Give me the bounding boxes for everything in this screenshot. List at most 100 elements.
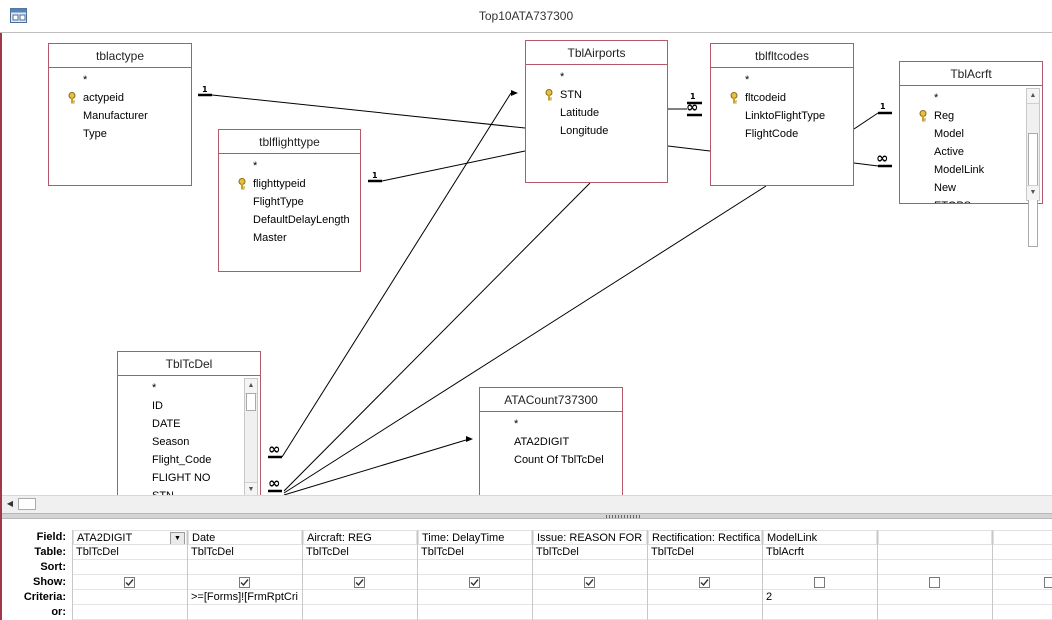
field-manufacturer[interactable]: Manufacturer xyxy=(83,110,148,122)
field-list-vertical-scrollbar[interactable]: ▲▼ xyxy=(1026,88,1040,247)
grid-cell-show[interactable] xyxy=(418,575,532,590)
grid-column[interactable] xyxy=(877,530,992,620)
grid-cell-field[interactable]: ATA2DIGIT▼ xyxy=(73,530,187,545)
grid-cell-show[interactable] xyxy=(993,575,1052,590)
grid-cell-field[interactable] xyxy=(878,530,992,545)
field-new[interactable]: New xyxy=(934,182,957,194)
field-list-vertical-scrollbar[interactable]: ▲▼ xyxy=(244,378,258,495)
relationship-tcdel-airports[interactable] xyxy=(281,92,512,458)
field-list-title[interactable]: TblTcDel xyxy=(118,352,260,376)
show-checkbox-checked[interactable] xyxy=(469,577,480,588)
grid-cell-table[interactable]: TblTcDel xyxy=(418,545,532,560)
field-longitude[interactable]: Longitude xyxy=(560,125,609,137)
scroll-left-arrow-icon[interactable]: ◀ xyxy=(6,499,14,508)
grid-cell-criteria[interactable] xyxy=(878,590,992,605)
field-count-of-tbltcdel[interactable]: Count Of TblTcDel xyxy=(514,454,604,466)
field-stn[interactable]: STN xyxy=(560,89,582,101)
field-dropdown-chevron-down-icon[interactable]: ▼ xyxy=(170,532,185,544)
field-all-columns[interactable]: * xyxy=(745,74,750,86)
grid-cell-field[interactable]: Aircraft: REG xyxy=(303,530,417,545)
show-checkbox-checked[interactable] xyxy=(699,577,710,588)
grid-cell-table[interactable]: TblTcDel xyxy=(648,545,762,560)
field-active[interactable]: Active xyxy=(934,146,964,158)
field-season[interactable]: Season xyxy=(152,436,190,448)
relationship-tcdel-fltcodes[interactable] xyxy=(283,185,767,494)
grid-column[interactable]: ATA2DIGIT▼TblTcDel xyxy=(72,530,187,620)
grid-cell-criteria[interactable]: >=[Forms]![FrmRptCri xyxy=(188,590,302,605)
field-flight-code[interactable]: Flight_Code xyxy=(152,454,212,466)
field-all-columns[interactable]: * xyxy=(934,92,939,104)
field-all-columns[interactable]: * xyxy=(514,418,519,430)
grid-cell-show[interactable] xyxy=(188,575,302,590)
field-flightcode[interactable]: FlightCode xyxy=(745,128,799,140)
field-master[interactable]: Master xyxy=(253,232,287,244)
field-latitude[interactable]: Latitude xyxy=(560,107,600,119)
relationship-flighttype-airports[interactable] xyxy=(381,150,526,182)
show-checkbox-checked[interactable] xyxy=(584,577,595,588)
show-checkbox-checked[interactable] xyxy=(239,577,250,588)
grid-cell-table[interactable]: TblAcrft xyxy=(763,545,877,560)
grid-cell-or[interactable] xyxy=(303,605,417,620)
grid-cell-table[interactable] xyxy=(878,545,992,560)
grid-cell-table[interactable]: TblTcDel xyxy=(533,545,647,560)
show-checkbox-checked[interactable] xyxy=(354,577,365,588)
field-reg[interactable]: Reg xyxy=(934,110,955,122)
grid-cell-or[interactable] xyxy=(993,605,1052,620)
relationship-tcdel-atacount[interactable] xyxy=(283,439,467,495)
relationship-tcdel-airports-2[interactable] xyxy=(283,182,591,492)
relationship-fltcodes-acrft-2[interactable] xyxy=(853,162,879,167)
grid-cell-criteria[interactable]: 2 xyxy=(763,590,877,605)
scroll-down-arrow-icon[interactable]: ▼ xyxy=(245,482,257,495)
grid-cell-sort[interactable] xyxy=(303,560,417,575)
field-defaultdelaylength[interactable]: DefaultDelayLength xyxy=(253,214,350,226)
field-all-columns[interactable]: * xyxy=(83,74,88,86)
scroll-down-arrow-icon[interactable]: ▼ xyxy=(1027,185,1039,200)
field-etops[interactable]: ETOPS xyxy=(934,197,971,203)
scrollbar-thumb[interactable] xyxy=(18,498,36,510)
grid-cell-table[interactable]: TblTcDel xyxy=(188,545,302,560)
grid-cell-table[interactable] xyxy=(993,545,1052,560)
grid-cell-sort[interactable] xyxy=(763,560,877,575)
grid-cell-table[interactable]: TblTcDel xyxy=(73,545,187,560)
field-flight-no[interactable]: FLIGHT NO xyxy=(152,472,211,484)
grid-cell-criteria[interactable] xyxy=(73,590,187,605)
show-checkbox[interactable] xyxy=(929,577,940,588)
field-list-title[interactable]: tblflighttype xyxy=(219,130,360,154)
field-all-columns[interactable]: * xyxy=(560,71,565,83)
field-all-columns[interactable]: * xyxy=(253,160,258,172)
grid-cell-field[interactable]: Date xyxy=(188,530,302,545)
field-model[interactable]: Model xyxy=(934,128,964,140)
grid-cell-show[interactable] xyxy=(73,575,187,590)
grid-cell-show[interactable] xyxy=(533,575,647,590)
pane-splitter[interactable] xyxy=(2,513,1052,519)
grid-cell-criteria[interactable] xyxy=(993,590,1052,605)
grid-cell-table[interactable]: TblTcDel xyxy=(303,545,417,560)
grid-cell-or[interactable] xyxy=(188,605,302,620)
field-type[interactable]: Type xyxy=(83,128,107,140)
field-all-columns[interactable]: * xyxy=(152,382,157,394)
grid-cell-sort[interactable] xyxy=(878,560,992,575)
field-actypeid[interactable]: actypeid xyxy=(83,92,124,104)
grid-cell-sort[interactable] xyxy=(993,560,1052,575)
relationship-airports-fltcodes-2[interactable] xyxy=(667,145,711,152)
grid-cell-criteria[interactable] xyxy=(533,590,647,605)
field-flighttypeid[interactable]: flighttypeid xyxy=(253,178,306,190)
grid-cell-field[interactable]: Rectification: Rectifica xyxy=(648,530,762,545)
grid-cell-criteria[interactable] xyxy=(418,590,532,605)
grid-cell-or[interactable] xyxy=(418,605,532,620)
field-date[interactable]: DATE xyxy=(152,418,181,430)
grid-cell-field[interactable]: ModelLink xyxy=(763,530,877,545)
grid-cell-show[interactable] xyxy=(763,575,877,590)
grid-column[interactable] xyxy=(992,530,1052,620)
field-list-title[interactable]: TblAcrft xyxy=(900,62,1042,86)
